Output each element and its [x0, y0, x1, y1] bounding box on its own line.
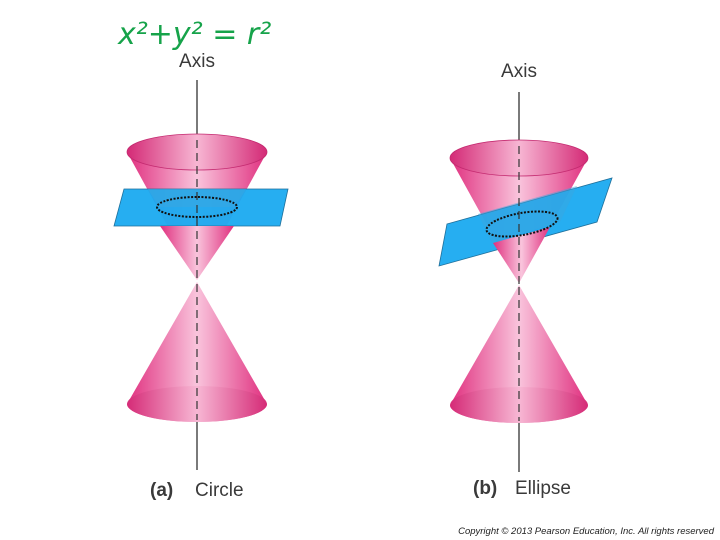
upper-cone-lower-part-b [493, 227, 550, 283]
panel-circle: Axis (a) Circle [113, 51, 289, 501]
circle-intersection [156, 196, 238, 218]
upper-cone-opening-b [449, 139, 589, 177]
caption-name-a: Circle [195, 480, 244, 501]
panel-ellipse: Axis (b) Ellipse [438, 61, 613, 499]
axis-label-b: Axis [501, 61, 537, 82]
caption-letter-b: (b) [473, 478, 497, 499]
cone-through-plane-b [478, 186, 577, 243]
upper-cone-lower-part-a [160, 226, 234, 280]
equation-text: x²+y² = r² [117, 17, 271, 52]
ellipse-intersection [485, 210, 559, 238]
handwritten-equation: x²+y² = r² [117, 17, 271, 52]
axis-label-a: Axis [179, 51, 215, 72]
upper-cone-opening-a [126, 133, 268, 171]
copyright-notice: Copyright © 2013 Pearson Education, Inc.… [458, 526, 715, 537]
caption-name-b: Ellipse [515, 478, 571, 499]
caption-letter-a: (a) [150, 480, 173, 501]
